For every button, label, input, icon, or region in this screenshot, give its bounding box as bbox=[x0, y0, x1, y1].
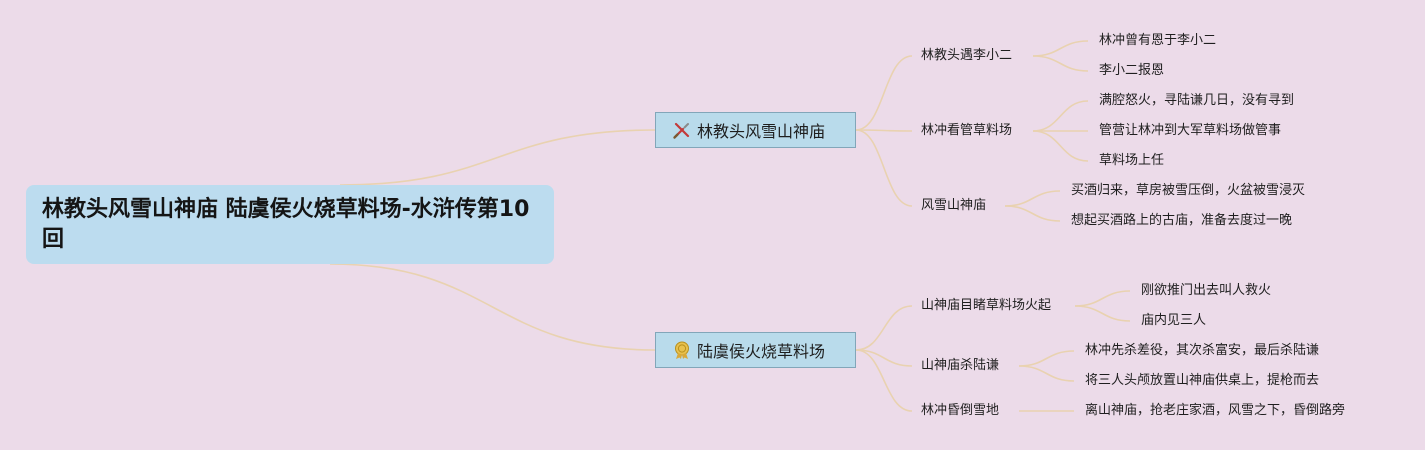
subtopic-kill-lu-qian[interactable]: 山神庙杀陆谦 bbox=[921, 358, 1000, 373]
connector-branch-subtopic bbox=[855, 349, 913, 367]
connector-branch-subtopic bbox=[855, 129, 913, 132]
subtopic-guard-fodder-yard[interactable]: 林冲看管草料场 bbox=[921, 123, 1013, 138]
leaf-item[interactable]: 满腔怒火，寻陆谦几日，没有寻到 bbox=[1099, 93, 1295, 108]
connector-branch-subtopic bbox=[855, 305, 913, 351]
connector-subtopic-leaf bbox=[1018, 365, 1075, 382]
connector-branch-subtopic bbox=[855, 129, 913, 207]
connector-subtopic-leaf bbox=[1074, 305, 1131, 322]
connector-branch-subtopic bbox=[855, 55, 913, 131]
connector-root-branch bbox=[339, 129, 656, 186]
branch-lin-jiaotou[interactable]: 林教头风雪山神庙 bbox=[655, 112, 856, 148]
leaf-item[interactable]: 离山神庙，抢老庄家酒，风雪之下，昏倒路旁 bbox=[1085, 403, 1346, 418]
leaf-item[interactable]: 管营让林冲到大军草料场做管事 bbox=[1099, 123, 1282, 138]
medal-icon bbox=[672, 340, 692, 360]
leaf-item[interactable]: 草料场上任 bbox=[1099, 153, 1165, 168]
connector-subtopic-leaf bbox=[1004, 205, 1061, 222]
leaf-item[interactable]: 林冲曾有恩于李小二 bbox=[1099, 33, 1217, 48]
leaf-item[interactable]: 林冲先杀差役，其次杀富安，最后杀陆谦 bbox=[1085, 343, 1320, 358]
connector-branch-subtopic bbox=[855, 349, 913, 412]
leaf-item[interactable]: 将三人头颅放置山神庙供桌上，提枪而去 bbox=[1085, 373, 1320, 388]
root-topic[interactable]: 林教头风雪山神庙 陆虞侯火烧草料场-水浒传第10回 bbox=[26, 185, 554, 264]
leaf-item[interactable]: 李小二报恩 bbox=[1099, 63, 1165, 78]
subtopic-witness-fire[interactable]: 山神庙目睹草料场火起 bbox=[921, 298, 1052, 313]
subtopic-encounter-li-xiaoer[interactable]: 林教头遇李小二 bbox=[921, 48, 1013, 63]
connector-subtopic-leaf bbox=[1032, 130, 1089, 162]
connector-root-branch bbox=[329, 263, 656, 351]
leaf-item[interactable]: 买酒归来，草房被雪压倒，火盆被雪浸灭 bbox=[1071, 183, 1306, 198]
leaf-item[interactable]: 庙内见三人 bbox=[1141, 313, 1207, 328]
branch-lu-yuhou[interactable]: 陆虞侯火烧草料场 bbox=[655, 332, 856, 368]
subtopic-faint-in-snow[interactable]: 林冲昏倒雪地 bbox=[921, 403, 1000, 418]
connector-subtopic-leaf bbox=[1032, 100, 1089, 132]
subtopic-snow-temple[interactable]: 风雪山神庙 bbox=[921, 198, 987, 213]
swords-icon bbox=[672, 120, 692, 140]
branch-label: 林教头风雪山神庙 bbox=[697, 122, 826, 141]
leaf-item[interactable]: 刚欲推门出去叫人救火 bbox=[1141, 283, 1272, 298]
connector-subtopic-leaf bbox=[1032, 55, 1089, 72]
branch-label: 陆虞侯火烧草料场 bbox=[697, 342, 826, 361]
leaf-item[interactable]: 想起买酒路上的古庙，准备去度过一晚 bbox=[1071, 213, 1293, 228]
